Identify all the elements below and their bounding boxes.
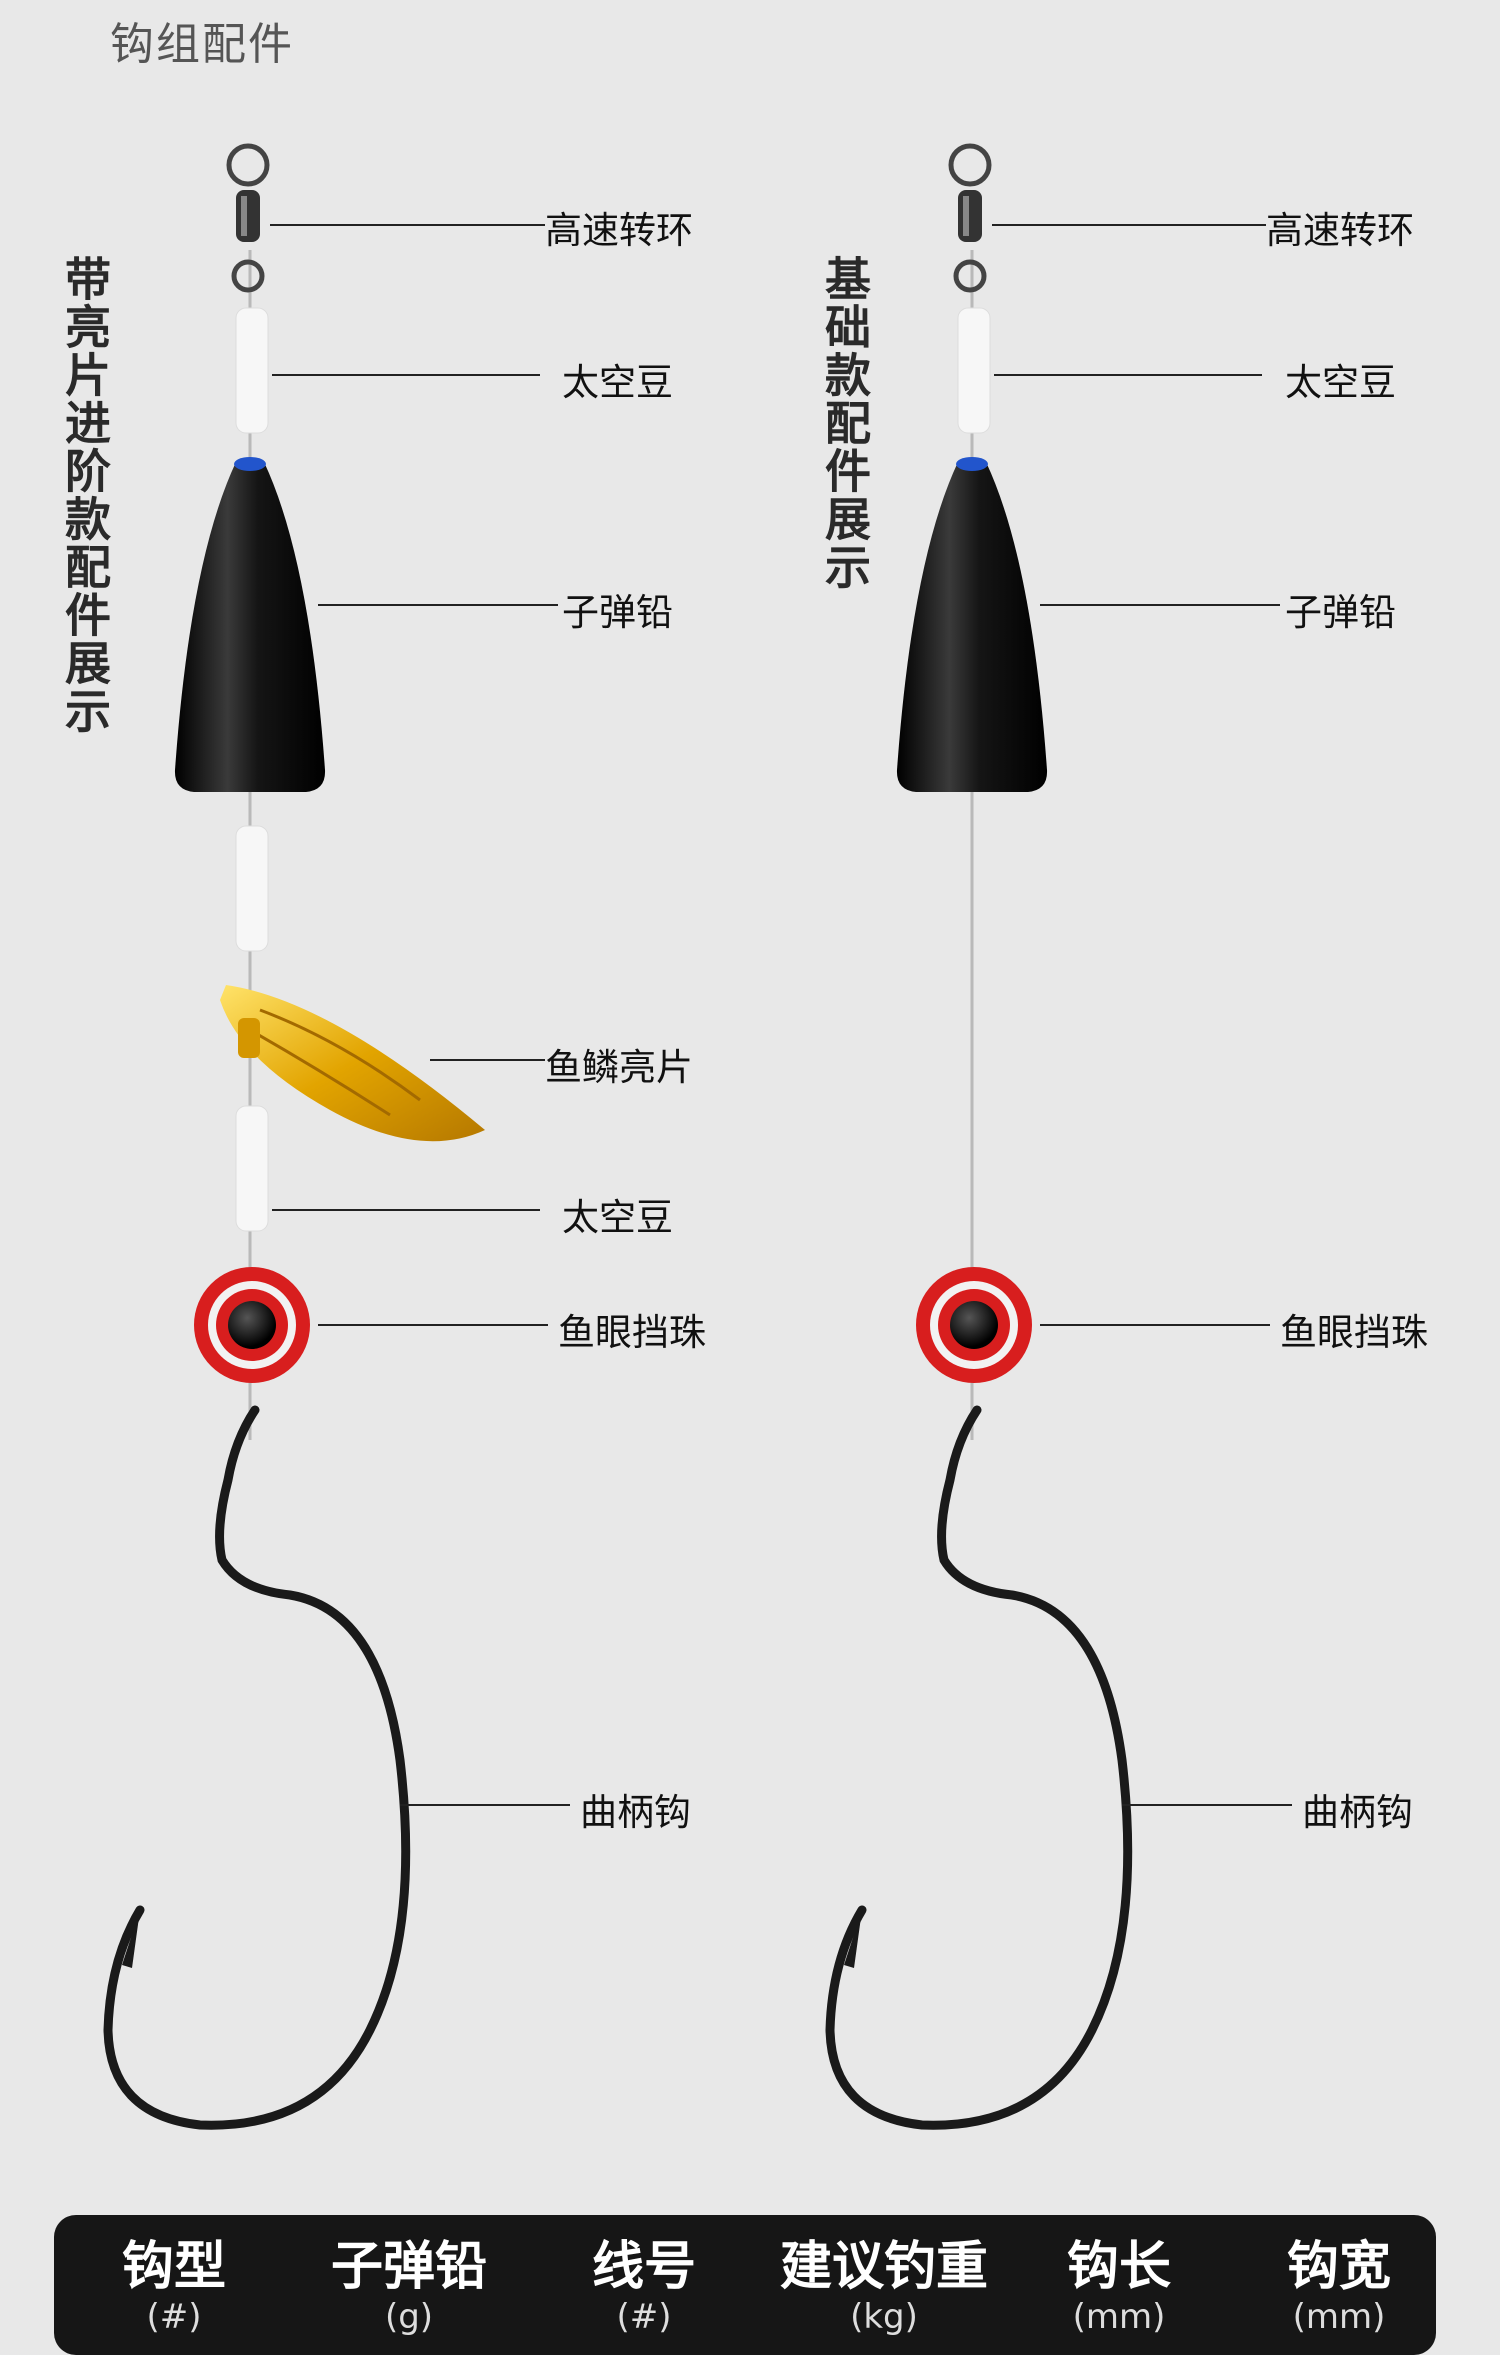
label-fish-eye-bead: 鱼眼挡珠 (558, 1311, 706, 1354)
space-bean-icon (235, 307, 269, 434)
bullet-weight-icon (896, 457, 1048, 792)
offset-hook-icon (825, 1405, 1133, 2130)
label-offset-hook: 曲柄钩 (1302, 1791, 1413, 1834)
label-fish-eye-bead: 鱼眼挡珠 (1280, 1311, 1428, 1354)
left-rig (103, 143, 485, 2130)
col-unit: (#) (146, 2297, 202, 2337)
spec-table-header: 钩型 (#) 子弹铅 (g) 线号 (#) 建议钓重 (kg) 钩长 (mm) … (54, 2215, 1436, 2355)
label-bullet-weight: 子弹铅 (562, 591, 673, 634)
page-title: 钩组配件 (110, 19, 294, 70)
col-line-number: 线号 (#) (544, 2237, 744, 2337)
col-suggested-weight: 建议钓重 (kg) (744, 2237, 1024, 2337)
left-leader-lines (270, 224, 570, 1806)
fish-eye-bead-icon (916, 1267, 1032, 1383)
right-rig (825, 143, 1133, 2130)
space-bean-icon (957, 307, 991, 434)
col-unit: (g) (384, 2297, 434, 2337)
col-unit: (#) (616, 2297, 672, 2337)
right-leader-lines (992, 224, 1292, 1806)
offset-hook-icon (103, 1405, 411, 2130)
col-bullet-weight: 子弹铅 (g) (289, 2237, 529, 2337)
swivel-icon (226, 143, 270, 293)
left-panel-title: 带亮片进阶款配件展示 (58, 255, 112, 735)
label-space-bean: 太空豆 (562, 361, 673, 404)
spinner-icon (220, 985, 485, 1142)
col-name: 子弹铅 (330, 2237, 487, 2297)
swivel-icon (948, 143, 992, 293)
col-name: 钩型 (121, 2237, 226, 2297)
col-name: 钩宽 (1286, 2237, 1391, 2297)
right-panel-title: 基础款配件展示 (818, 255, 872, 591)
col-name: 线号 (591, 2237, 696, 2297)
space-bean-icon (235, 1105, 269, 1232)
col-hook-type: 钩型 (#) (74, 2237, 274, 2337)
label-bullet-weight: 子弹铅 (1285, 591, 1396, 634)
label-swivel: 高速转环 (1266, 209, 1414, 252)
bullet-weight-icon (174, 457, 326, 792)
col-name: 钩长 (1066, 2237, 1171, 2297)
col-unit: (mm) (1072, 2297, 1166, 2337)
col-unit: (kg) (850, 2297, 918, 2337)
label-swivel: 高速转环 (545, 209, 693, 252)
label-fish-scale-spinner: 鱼鳞亮片 (545, 1046, 693, 1089)
label-space-bean-2: 太空豆 (562, 1196, 673, 1239)
col-name: 建议钓重 (779, 2237, 988, 2297)
col-hook-length: 钩长 (mm) (1039, 2237, 1199, 2337)
col-unit: (mm) (1292, 2297, 1386, 2337)
label-offset-hook: 曲柄钩 (580, 1791, 691, 1834)
space-bean-icon (235, 825, 269, 952)
label-space-bean: 太空豆 (1285, 361, 1396, 404)
col-hook-width: 钩宽 (mm) (1254, 2237, 1424, 2337)
fish-eye-bead-icon (194, 1267, 310, 1383)
